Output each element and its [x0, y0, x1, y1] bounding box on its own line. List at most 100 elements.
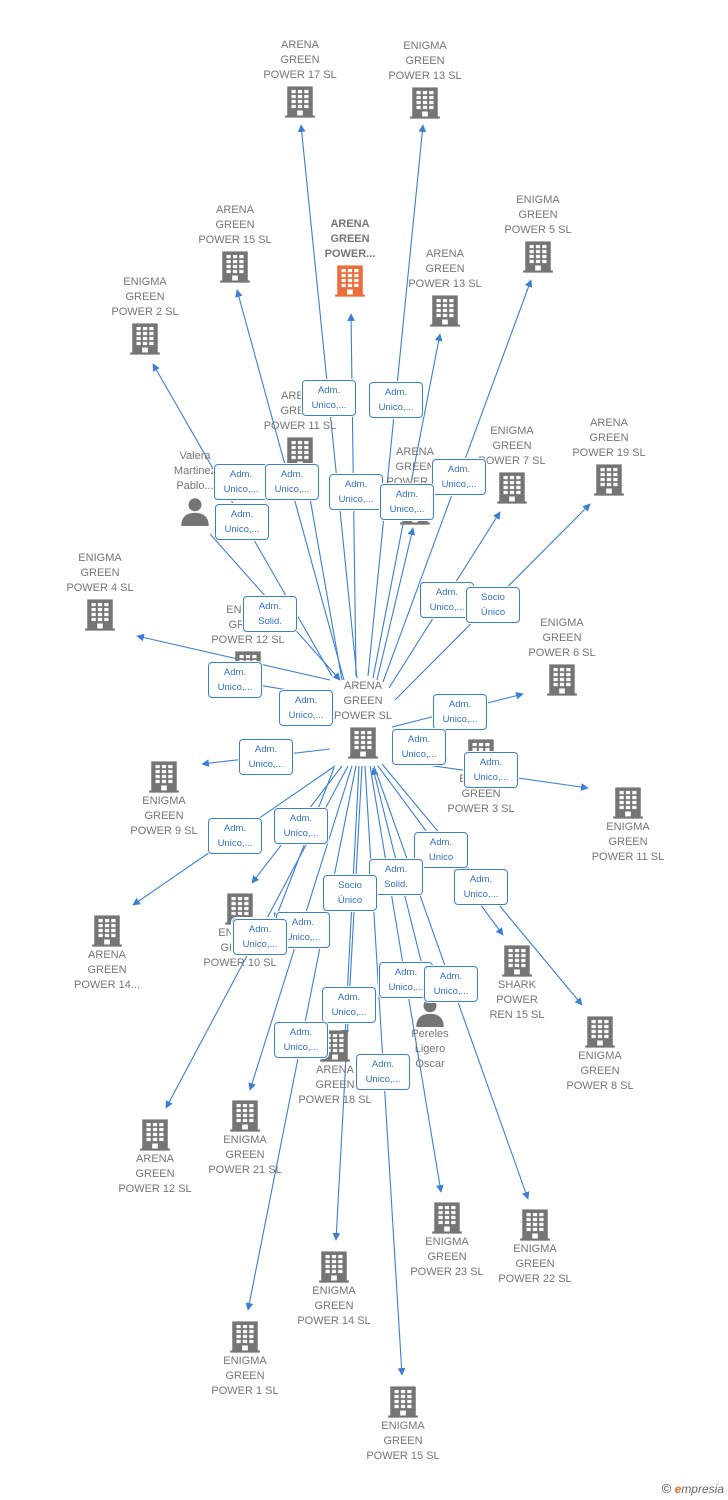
company-node[interactable]: SHARK POWER REN 15 SL	[457, 942, 577, 1023]
company-node[interactable]: ENIGMA GREEN POWER 5 SL	[478, 193, 598, 274]
company-node[interactable]: ENIGMA GREEN POWER 23 SL	[387, 1199, 507, 1280]
building-icon[interactable]	[457, 944, 577, 978]
node-label[interactable]: ARENA GREEN POWER 16	[386, 446, 444, 488]
company-node[interactable]: ENIGMA GREEN POWER 8 SL	[540, 1013, 660, 1094]
relationship-badge[interactable]: Adm. Unico,...	[369, 382, 423, 418]
relationship-badge[interactable]: Adm. Unico,...	[432, 459, 486, 495]
company-node[interactable]: ARENA GREEN POWER...	[290, 217, 410, 298]
node-label[interactable]: ARENA GREEN POWER...	[324, 218, 376, 260]
node-label[interactable]: ARENA GREEN POWER 12 SL	[118, 1153, 192, 1195]
company-node[interactable]: ENIGMA GREEN POWER 15 SL	[343, 1383, 463, 1464]
company-node[interactable]: ENIGMA GREEN POWER 4 SL	[40, 551, 160, 632]
node-label[interactable]: ENIGMA GREEN POWER 14 SL	[297, 1285, 371, 1327]
company-node[interactable]: ENIGMA GREEN POWER 14 SL	[274, 1248, 394, 1329]
building-icon[interactable]	[385, 294, 505, 328]
building-icon[interactable]	[502, 663, 622, 697]
node-label[interactable]: ARENA GREEN POWER 14...	[73, 949, 141, 991]
node-label[interactable]: ENIGMA GREEN POWER 7 SL	[478, 425, 546, 467]
building-icon[interactable]	[478, 240, 598, 274]
building-icon[interactable]	[549, 463, 669, 497]
node-label[interactable]: ENIGMA GREEN POWER 9 SL	[130, 795, 198, 837]
relationship-badge[interactable]: Adm. Unico	[414, 832, 468, 868]
building-icon[interactable]	[387, 1201, 507, 1235]
relationship-badge[interactable]: Socio Único	[466, 587, 520, 623]
node-label[interactable]: ARENA GREEN POWER 13 SL	[408, 248, 482, 290]
relationship-badge[interactable]: Adm. Unico,...	[302, 380, 356, 416]
relationship-badge[interactable]: Adm. Unico,...	[274, 808, 328, 844]
building-icon[interactable]	[343, 1385, 463, 1419]
relationship-badge[interactable]: Adm. Solid.	[243, 596, 297, 632]
company-node[interactable]: ARENA GREEN POWER 14...	[47, 912, 167, 993]
node-label[interactable]: SHARK POWER REN 15 SL	[489, 979, 545, 1021]
relationship-badge[interactable]: Adm. Unico,...	[329, 474, 383, 510]
relationship-badge[interactable]: Socio Único	[323, 875, 377, 911]
company-node[interactable]: ENIGMA GREEN POWER 22 SL	[475, 1206, 595, 1287]
node-label[interactable]: ENIGMA GREEN POWER 5 SL	[504, 194, 572, 236]
building-icon[interactable]	[290, 264, 410, 298]
relationship-badge[interactable]: Adm. Unico,...	[424, 966, 478, 1002]
node-label[interactable]: ENIGMA GREEN POWER 6 SL	[528, 617, 596, 659]
building-icon[interactable]	[104, 760, 224, 794]
node-label[interactable]: ENIGMA GREEN POWER 2 SL	[111, 276, 179, 318]
building-icon[interactable]	[303, 726, 423, 760]
relationship-badge[interactable]: Adm. Unico,...	[322, 987, 376, 1023]
building-icon[interactable]	[95, 1118, 215, 1152]
relationship-badge[interactable]: Adm. Unico,...	[380, 484, 434, 520]
person-icon[interactable]	[135, 496, 255, 526]
building-icon[interactable]	[365, 86, 485, 120]
node-label[interactable]: ENIGMA GREEN POWER 23 SL	[410, 1236, 484, 1278]
empresia-logo[interactable]: © empresia	[662, 1481, 724, 1496]
building-icon[interactable]	[185, 1320, 305, 1354]
relationship-badge[interactable]: Adm. Unico,...	[214, 464, 268, 500]
node-label[interactable]: ENIGMA GREEN POWER 8 SL	[566, 1050, 634, 1092]
relationship-badge[interactable]: Adm. Unico,...	[274, 1022, 328, 1058]
person-icon[interactable]	[370, 997, 490, 1027]
company-node[interactable]: ARENA GREEN POWER 15 SL	[175, 203, 295, 284]
company-node[interactable]: ENIGMA GREEN POWER 9 SL	[104, 758, 224, 839]
relationship-badge[interactable]: Adm. Unico,...	[433, 694, 487, 730]
building-icon[interactable]	[475, 1208, 595, 1242]
company-node[interactable]: ENIGMA GREEN POWER 1 SL	[185, 1318, 305, 1399]
company-node[interactable]: ENIGMA GREEN POWER 6 SL	[502, 616, 622, 697]
node-label[interactable]: ARENA GREEN POWER SL	[333, 680, 393, 722]
building-icon[interactable]	[452, 471, 572, 505]
company-node[interactable]: ARENA GREEN POWER 12 SL	[95, 1116, 215, 1197]
building-icon[interactable]	[85, 322, 205, 356]
relationship-badge[interactable]: Adm. Solid.	[369, 859, 423, 895]
relationship-badge[interactable]: Adm. Unico,...	[464, 752, 518, 788]
node-label[interactable]: ENIGMA GREEN POWER 11 SL	[591, 821, 665, 863]
company-node[interactable]: ENIGMA GREEN POWER 13 SL	[365, 39, 485, 120]
building-icon[interactable]	[240, 85, 360, 119]
company-node[interactable]: ARENA GREEN POWER 19 SL	[549, 416, 669, 497]
node-label[interactable]: ENIGMA GREEN POWER 13 SL	[388, 40, 462, 82]
relationship-badge[interactable]: Adm. Unico,...	[239, 739, 293, 775]
building-icon[interactable]	[40, 598, 160, 632]
building-icon[interactable]	[185, 1099, 305, 1133]
node-label[interactable]: Pereles Ligero Oscar	[411, 1028, 449, 1070]
relationship-badge[interactable]: Adm. Unico,...	[233, 919, 287, 955]
node-label[interactable]: Valera Martinez Pablo...	[173, 450, 217, 492]
node-label[interactable]: ARENA GREEN POWER 18 SL	[298, 1064, 372, 1106]
node-label[interactable]: ARENA GREEN POWER 15 SL	[198, 204, 272, 246]
building-icon[interactable]	[568, 786, 688, 820]
relationship-badge[interactable]: Adm. Unico,...	[265, 464, 319, 500]
relationship-badge[interactable]: Adm. Unico,...	[279, 690, 333, 726]
node-label[interactable]: ENIGMA GREEN POWER 15 SL	[366, 1420, 440, 1462]
company-node[interactable]: ARENA GREEN POWER SL	[303, 679, 423, 760]
company-node[interactable]: ENIGMA GREEN POWER 21 SL	[185, 1097, 305, 1178]
company-node[interactable]: ENIGMA GREEN POWER 2 SL	[85, 275, 205, 356]
node-label[interactable]: ENIGMA GREEN POWER 21 SL	[208, 1134, 282, 1176]
building-icon[interactable]	[540, 1015, 660, 1049]
building-icon[interactable]	[175, 250, 295, 284]
person-node[interactable]: Valera Martinez Pablo...	[135, 449, 255, 526]
relationship-badge[interactable]: Adm. Unico,...	[392, 729, 446, 765]
building-icon[interactable]	[274, 1250, 394, 1284]
relationship-badge[interactable]: Adm. Unico,...	[215, 504, 269, 540]
company-node[interactable]: ENIGMA GREEN POWER 7 SL	[452, 424, 572, 505]
node-label[interactable]: ENIGMA GREEN POWER 1 SL	[211, 1355, 279, 1397]
relationship-badge[interactable]: Adm. Unico,...	[356, 1054, 410, 1090]
node-label[interactable]: ENIGMA GREEN POWER 4 SL	[66, 552, 134, 594]
node-label[interactable]: ARENA GREEN POWER 19 SL	[572, 417, 646, 459]
relationship-badge[interactable]: Adm. Unico,...	[208, 818, 262, 854]
relationship-badge[interactable]: Adm. Unico,...	[420, 582, 474, 618]
